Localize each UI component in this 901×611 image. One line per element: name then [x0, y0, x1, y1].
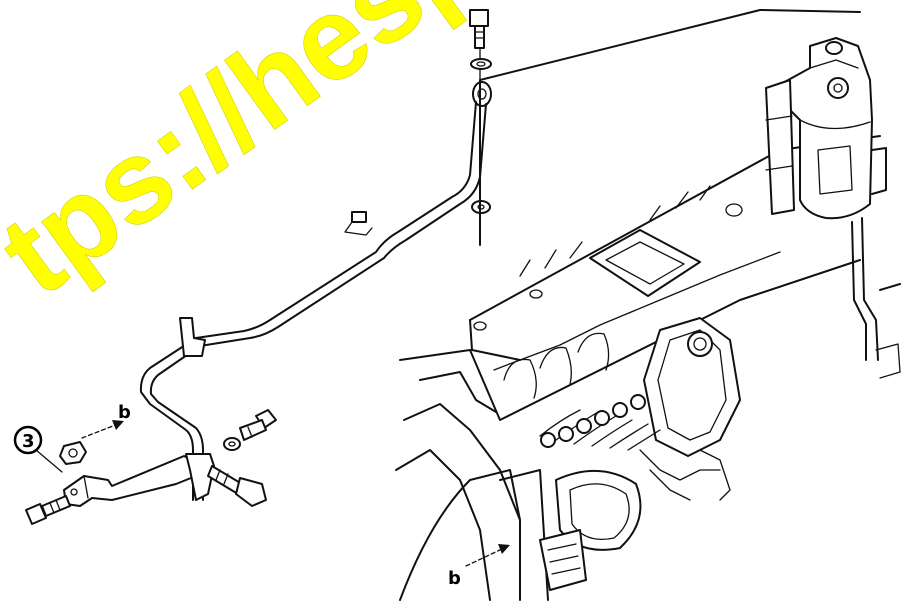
part-number-label: 3 — [22, 431, 35, 452]
ref-arrow-bottom — [465, 544, 510, 567]
bracket-nut — [59, 441, 87, 465]
watermark-text: tps://hesp — [0, 0, 506, 321]
banjo-fitting — [472, 81, 492, 107]
bracket-bolt-right — [207, 465, 267, 507]
ref-arrow-left — [81, 420, 124, 439]
bracket-3 — [63, 453, 215, 507]
loose-bolt — [223, 409, 277, 451]
ref-label-b-bottom: b — [448, 568, 461, 589]
top-banjo-bolt — [469, 9, 489, 59]
watermark: tps://hesp — [0, 0, 506, 321]
engine-block — [395, 9, 881, 601]
callout-3 — [13, 425, 63, 473]
ref-label-b-left: b — [118, 402, 131, 423]
fuel-filter — [765, 37, 901, 379]
fuel-pipe — [139, 101, 487, 501]
bracket-bolt-left — [25, 495, 71, 525]
